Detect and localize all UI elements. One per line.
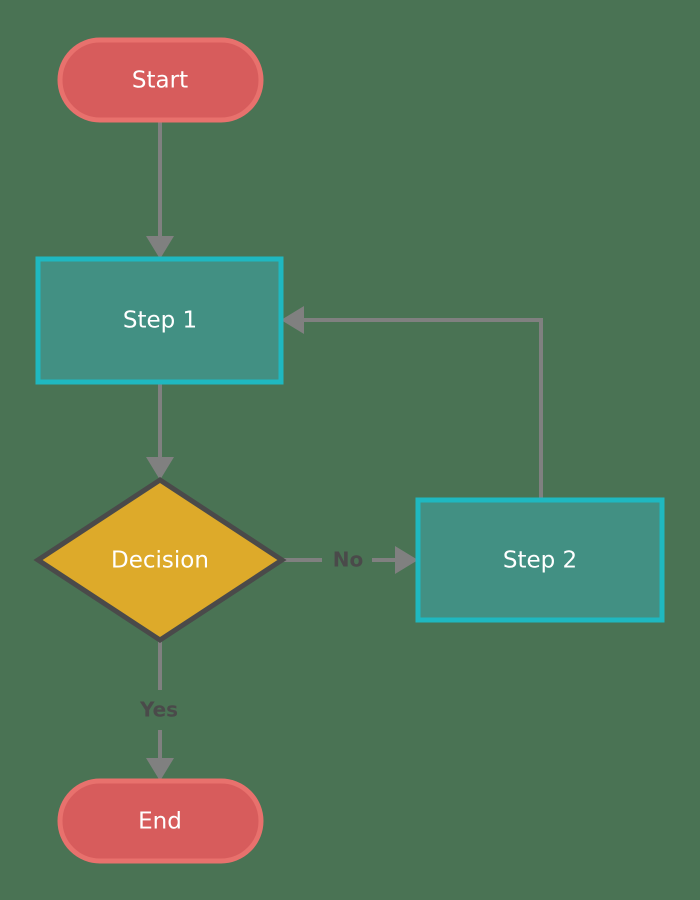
node-decision-label: Decision	[111, 548, 209, 574]
node-decision[interactable]: Decision	[33, 477, 287, 643]
node-decision-shape[interactable]	[33, 477, 287, 643]
node-end-label: End	[138, 809, 182, 835]
node-step2-shape[interactable]	[415, 497, 665, 623]
edge-step1-to-decision-arrowhead	[146, 457, 174, 480]
node-step2-label: Step 2	[503, 548, 577, 574]
node-step1-shape[interactable]	[35, 256, 284, 385]
edge-label-no: No	[333, 548, 363, 572]
node-end-shape[interactable]	[57, 778, 264, 864]
edge-label-yes: Yes	[139, 698, 178, 722]
node-step1-label: Step 1	[123, 308, 197, 334]
edge-step1-to-decision	[146, 382, 174, 480]
edge-step2-to-step1-line	[294, 318, 543, 500]
edge-start-to-step1-arrowhead	[146, 236, 174, 259]
edge-decision-to-end: Yes	[139, 640, 178, 781]
node-step1[interactable]: Step 1	[35, 256, 284, 385]
edge-step2-to-step1	[281, 306, 543, 500]
node-start-shape[interactable]	[57, 37, 264, 123]
edge-step2-to-step1-arrowhead	[281, 306, 304, 334]
node-start[interactable]: Start	[57, 37, 264, 123]
node-end[interactable]: End	[57, 778, 264, 864]
edge-decision-to-step2: No	[282, 546, 418, 574]
node-start-label: Start	[132, 68, 188, 94]
edge-decision-to-step2-arrowhead	[395, 546, 418, 574]
edge-decision-to-end-arrowhead	[146, 758, 174, 781]
node-step2[interactable]: Step 2	[415, 497, 665, 623]
edge-start-to-step1	[146, 120, 174, 259]
